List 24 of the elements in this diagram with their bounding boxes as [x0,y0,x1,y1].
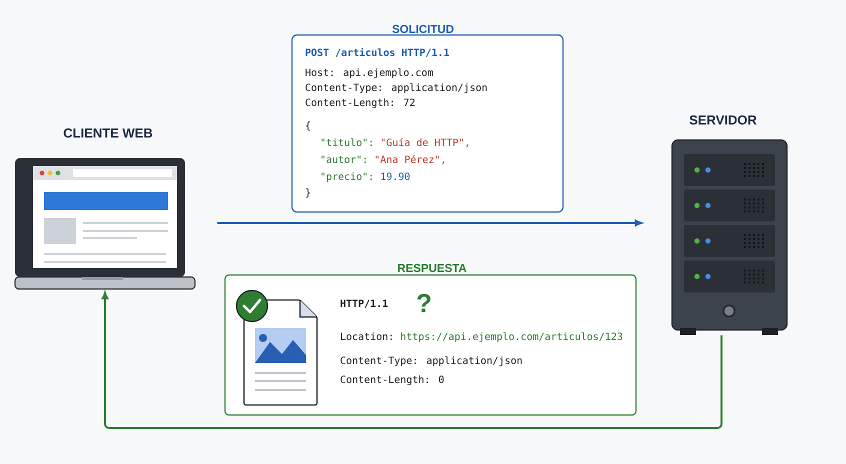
header-name: Location: [341,332,392,340]
arrow [217,220,642,226]
question-mark: ? [417,294,430,312]
status-line: HTTP/1.1 [340,300,388,308]
json-value: "Ana Pérez", [376,155,444,164]
json-key: "precio": [322,172,372,182]
code-line: { [306,121,310,131]
code-line: Content-Length: 72 [306,98,415,108]
node-heading: CLIENTE WEB [64,128,152,138]
code-line: Host: api.ejemplo.com [306,68,433,78]
json-key: "titulo": [322,138,372,146]
json-key: "autor": [322,156,366,164]
code-line: Content-Length: 0 [340,375,444,386]
link-text: https://api.ejemplo.com/articulos/123 [401,332,622,342]
code-line: Content-Type: application/json [306,83,487,94]
box-heading: SOLICITUD [392,24,454,34]
arrow [102,292,722,429]
json-value: "Guía de HTTP", [382,138,468,148]
code-line: } [306,188,310,198]
json-value: 19.90 [381,172,410,180]
node-heading: SERVIDOR [690,115,757,125]
code-line: POST /articulos HTTP/1.1 [306,48,450,57]
code-line: Content-Type: application/json [340,356,522,366]
box-heading: RESPUESTA [398,264,466,272]
